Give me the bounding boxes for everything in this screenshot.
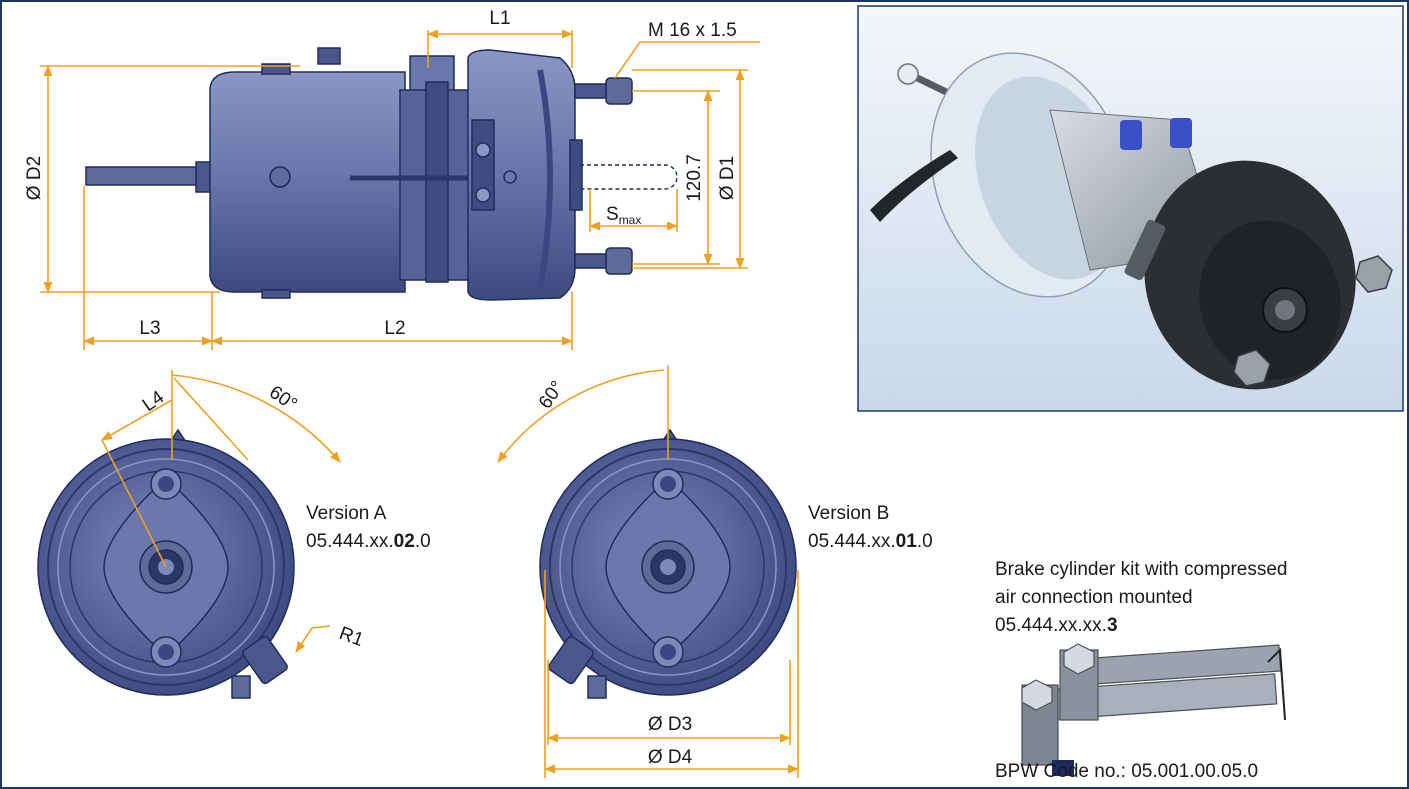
dim-l4: L4 <box>139 387 169 417</box>
front-a-dimensions <box>101 370 341 653</box>
version-a-code-prefix: 05.444.xx. <box>306 531 394 552</box>
dim-thread: M 16 x 1.5 <box>648 20 737 41</box>
kit-line-2: air connection mounted <box>995 587 1193 608</box>
dim-r1: R1 <box>336 623 366 651</box>
kit-code-prefix: 05.444.xx.xx. <box>995 615 1107 636</box>
dim-l3: L3 <box>139 318 160 339</box>
side-dimensions <box>40 29 760 350</box>
dim-l1: L1 <box>489 8 510 29</box>
version-b-code-prefix: 05.444.xx. <box>808 531 896 552</box>
dim-smax: Smax <box>606 204 641 227</box>
version-b-title: Version B <box>808 503 889 524</box>
bpw-code: BPW Code no.: 05.001.00.05.0 <box>995 761 1258 782</box>
dim-d1: Ø D1 <box>717 156 738 200</box>
kit-line-1: Brake cylinder kit with compressed <box>995 559 1288 580</box>
dim-d4: Ø D4 <box>648 747 693 768</box>
version-b-code-bold: 01 <box>896 531 918 552</box>
version-a-code-suffix: .0 <box>415 531 431 552</box>
labels: L1 M 16 x 1.5 Ø D2 120.7 Ø D1 Smax L3 L2… <box>24 8 1288 782</box>
version-a-code-bold: 02 <box>394 531 415 552</box>
dim-d2: Ø D2 <box>24 156 45 200</box>
kit-code: 05.444.xx.xx.3 <box>995 615 1118 636</box>
front-view-a <box>37 428 295 699</box>
front-view-b <box>539 428 797 699</box>
product-photo <box>857 5 1404 412</box>
version-b-code-suffix: .0 <box>917 531 933 552</box>
dim-l2: L2 <box>384 318 405 339</box>
version-a-code: 05.444.xx.02.0 <box>306 531 431 552</box>
dim-angle-a: 60° <box>265 382 301 416</box>
side-view <box>85 47 678 301</box>
dim-bolt-spacing: 120.7 <box>684 154 705 202</box>
version-a-title: Version A <box>306 503 387 524</box>
dim-d3: Ø D3 <box>648 714 692 735</box>
kit-code-bold: 3 <box>1107 615 1118 636</box>
smax-base: S <box>606 204 619 225</box>
version-b-code: 05.444.xx.01.0 <box>808 531 933 552</box>
smax-sub: max <box>619 213 642 227</box>
dim-angle-b: 60° <box>535 377 569 413</box>
front-b-dimensions <box>497 365 800 778</box>
kit-drawing <box>1021 643 1286 776</box>
